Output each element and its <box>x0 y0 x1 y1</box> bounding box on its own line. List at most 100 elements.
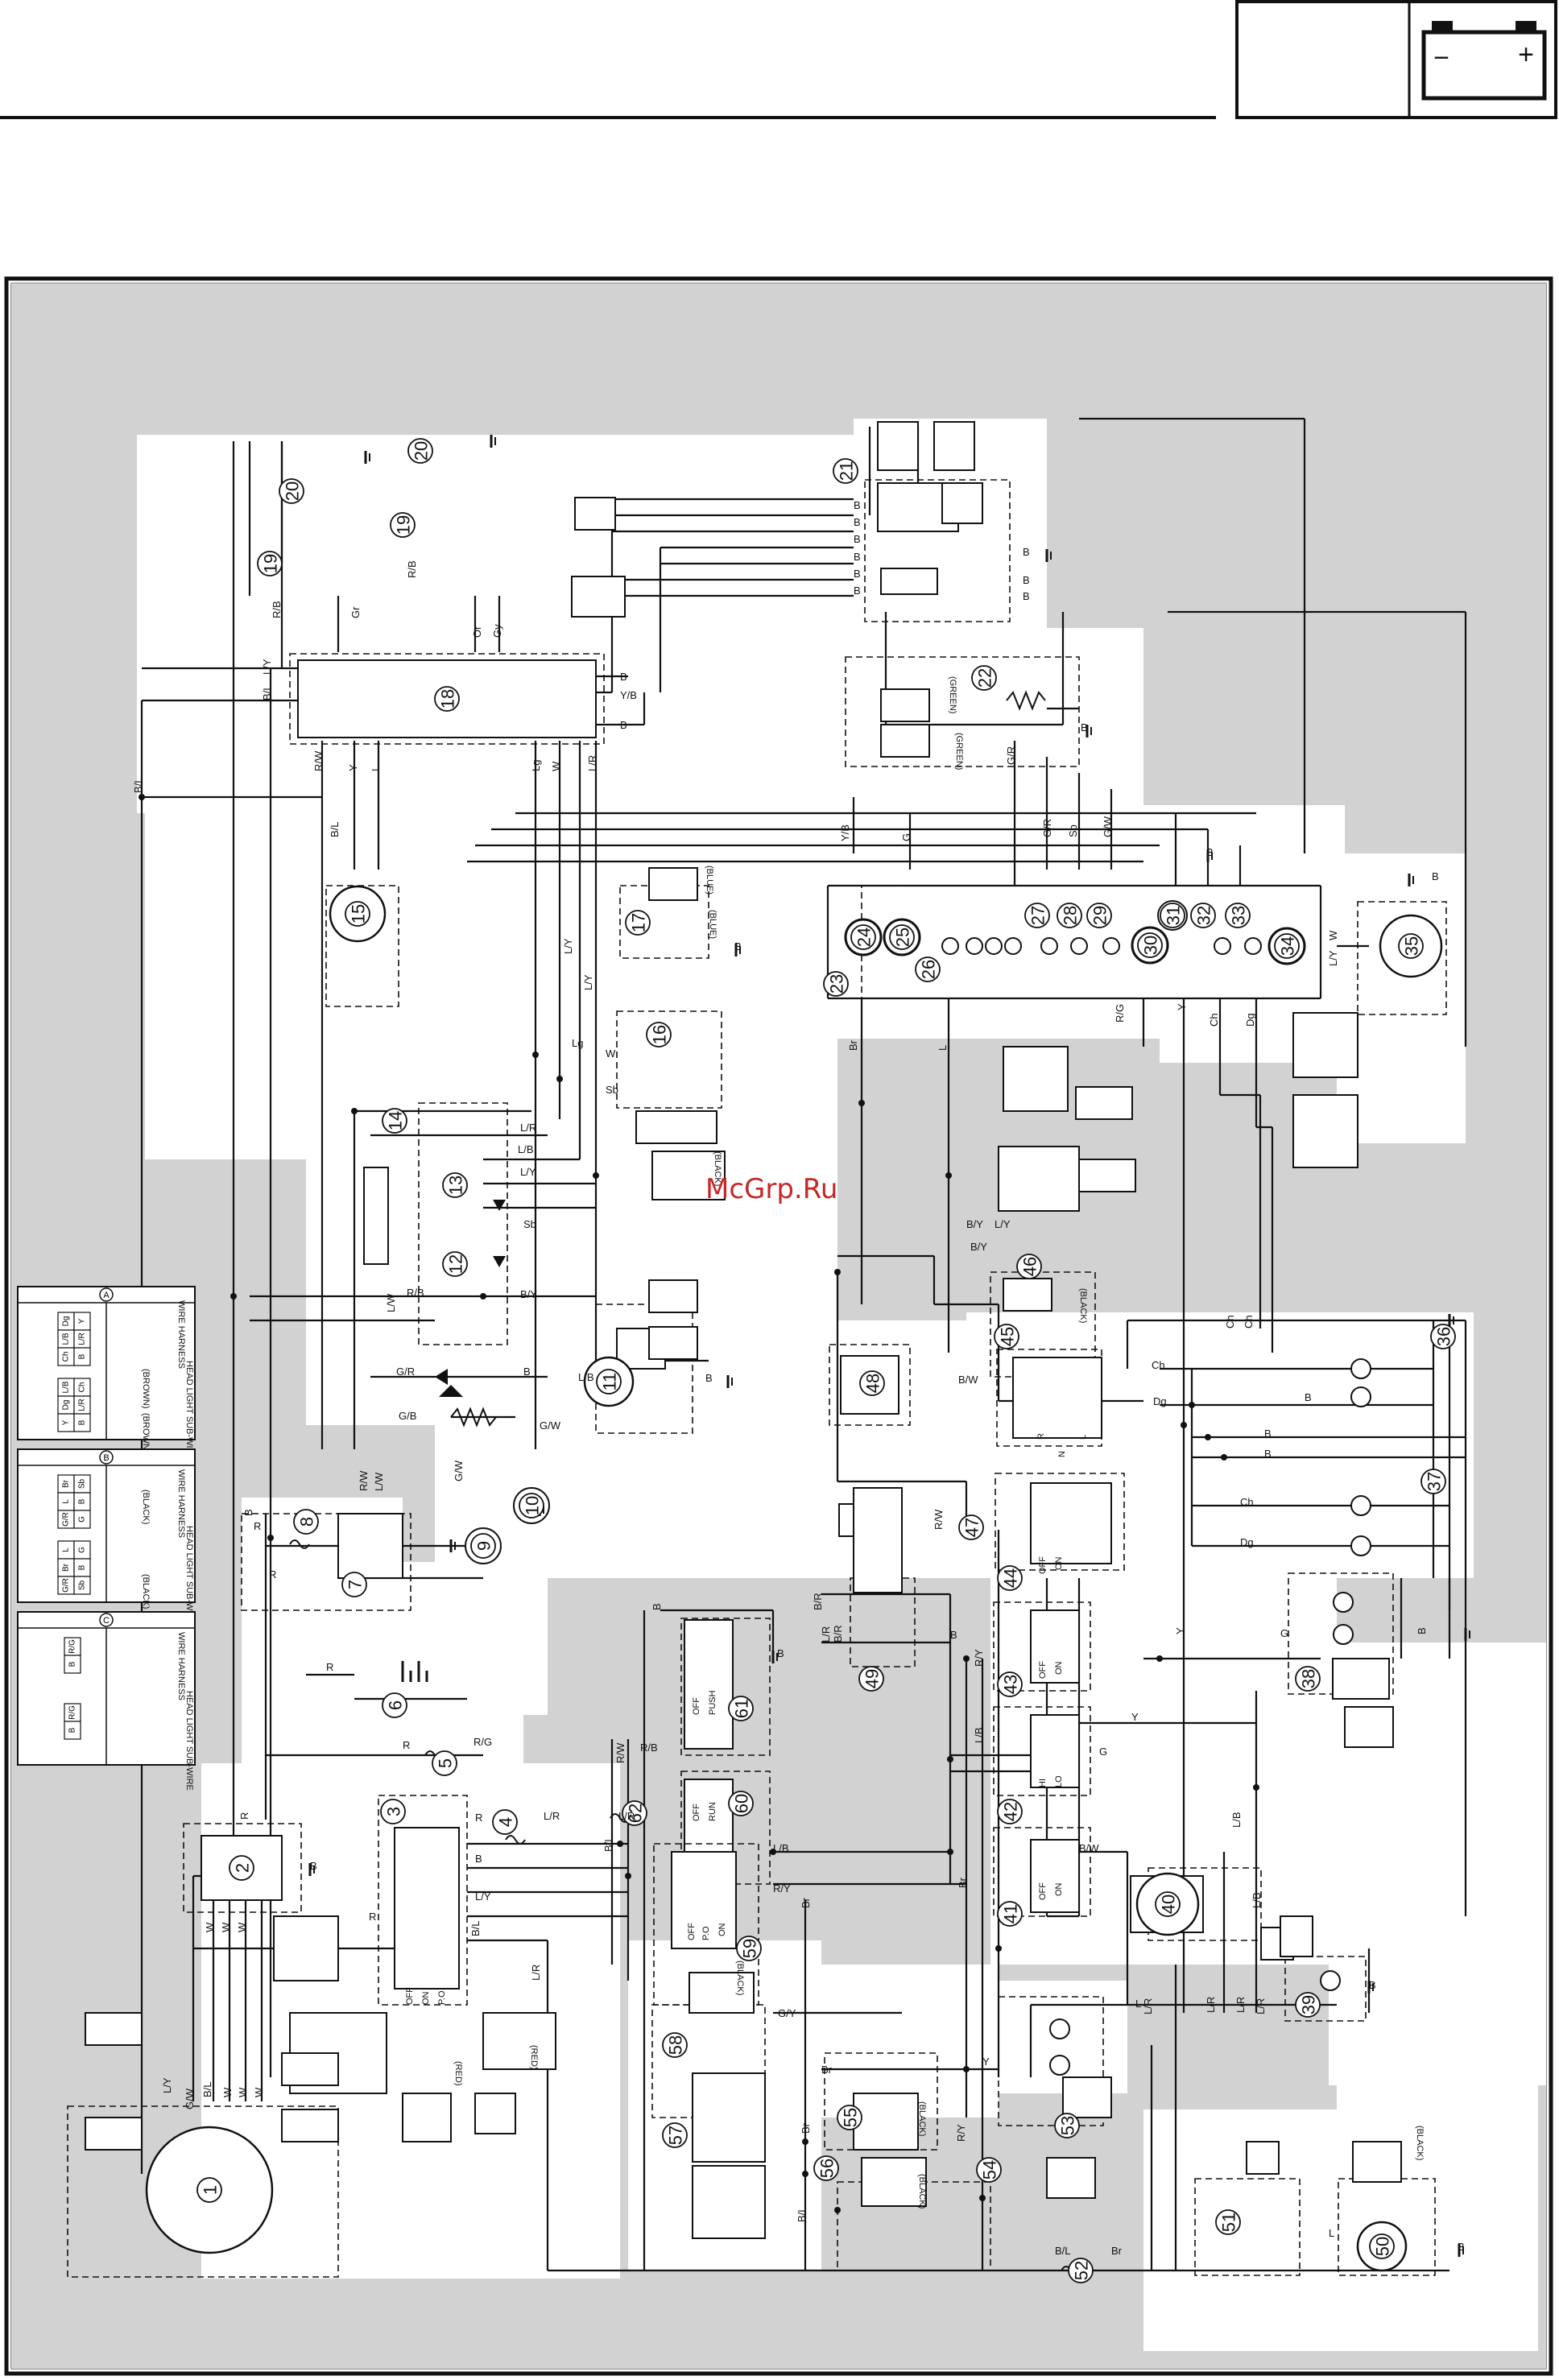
switch-42-lo: LO <box>1054 1775 1064 1787</box>
connector-block <box>1003 1046 1069 1112</box>
component-number-text: 23 <box>827 974 847 994</box>
resistor <box>1006 690 1046 711</box>
wire-color-label: Lg <box>530 760 542 771</box>
connector-block <box>85 2117 143 2151</box>
component-number-26: 26 <box>915 957 941 982</box>
component-number-20: 20 <box>407 438 433 464</box>
wire-color-label: L/R <box>530 1965 542 1981</box>
component-number-22: 22 <box>971 665 997 691</box>
component-number-ring <box>519 1493 544 1518</box>
wire-color-label: R/G <box>1114 1004 1126 1023</box>
wire-color-label: R/G <box>473 1736 492 1748</box>
component-number-text: 41 <box>1001 1904 1021 1923</box>
fuse <box>505 1835 526 1845</box>
wire-color-label: R/B <box>271 601 283 618</box>
wire-color-label: B/Y <box>970 1241 987 1253</box>
component-number-47: 47 <box>958 1514 984 1540</box>
wire-color-label: G/W <box>184 2088 196 2109</box>
component-number-text: 46 <box>1020 1257 1040 1276</box>
wire-color-label: B <box>854 551 861 563</box>
wire-color-label: R/B <box>406 560 418 578</box>
component-number-ring <box>622 1800 647 1826</box>
wire-color-label: Y <box>1174 1627 1186 1634</box>
connector-block <box>933 421 975 471</box>
harness-outline <box>680 1618 771 1756</box>
wire-color-label: B/W <box>958 1374 978 1386</box>
wire-color-label: Sb <box>1067 824 1079 837</box>
wire-junction <box>947 1756 953 1762</box>
wire-junction <box>834 2207 841 2213</box>
component-body <box>1350 1386 1371 1407</box>
wire-junction <box>858 1100 865 1106</box>
component-number-ring <box>380 1799 406 1824</box>
connector-block <box>1292 1012 1358 1078</box>
connector-block <box>1046 2157 1096 2199</box>
component-number-3: 3 <box>380 1799 406 1824</box>
battery-plus-sign: + <box>1518 39 1534 70</box>
component-number-text: 35 <box>1402 936 1422 956</box>
component-number-text: 13 <box>446 1176 466 1195</box>
component-number-ring <box>1420 1469 1446 1494</box>
component-number-56: 56 <box>813 2155 839 2181</box>
component-number-37: 37 <box>1420 1469 1446 1494</box>
wire-color-label: L/Y <box>562 938 574 954</box>
component-number-7: 7 <box>341 1572 367 1597</box>
wire-color-label: B <box>1023 590 1030 602</box>
component-number-5: 5 <box>432 1750 457 1776</box>
wire-color-label: G <box>1280 1627 1288 1639</box>
wire-color-label: L/Y <box>1327 950 1339 966</box>
component-number-34: 34 <box>1274 933 1300 959</box>
legend-pin-label: L <box>62 1547 71 1552</box>
switch-60-run: RUN <box>708 1802 717 1821</box>
connector-block <box>877 421 919 471</box>
component-number-12: 12 <box>442 1251 468 1277</box>
component-number-ring <box>1398 933 1424 959</box>
legend-c-sub-label: HEAD LIGHT SUB-WIRE <box>184 1691 194 1791</box>
component-number-ring <box>442 1172 468 1198</box>
component-number-50: 50 <box>1369 2233 1395 2259</box>
switch-59-on: ON <box>717 1923 727 1936</box>
component-number-text: 48 <box>863 1374 883 1393</box>
wire-color-label: L <box>370 766 382 771</box>
component-number-39: 39 <box>1295 1992 1321 2018</box>
component-number-ring <box>1295 1992 1321 2018</box>
wire-color-label: L/W <box>385 1293 397 1312</box>
wire-color-label: B <box>620 671 627 683</box>
harness-outline <box>378 1795 468 2006</box>
wire-junction <box>556 1076 563 1082</box>
component-number-ring <box>1016 1254 1042 1279</box>
wire-color-label: L/R <box>520 1122 536 1134</box>
wire-color-label: B <box>1264 1428 1272 1440</box>
component-number-ring <box>1369 2233 1395 2259</box>
wire-color-label: B <box>777 1647 784 1659</box>
component-number-ring <box>257 551 283 576</box>
harness-outline <box>993 1706 1091 1796</box>
connector-block <box>853 2093 919 2151</box>
component-number-ring <box>432 1750 457 1776</box>
component-number-23: 23 <box>823 971 849 997</box>
component-number-text: 49 <box>862 1669 883 1688</box>
component-body <box>1004 937 1022 955</box>
diode <box>493 1200 506 1211</box>
switch-61-push: PUSH <box>708 1690 717 1715</box>
wire-color-label: Dg <box>1240 1536 1254 1548</box>
component-number-text: 8 <box>297 1517 317 1527</box>
switch-45-r: R <box>1036 1433 1046 1440</box>
harness-outline <box>241 1513 411 1611</box>
wire-junction <box>480 1293 486 1299</box>
component-number-10: 10 <box>519 1493 544 1518</box>
wire-color-label: L/R <box>1255 1998 1267 2014</box>
wire-color-label: L/R <box>1142 1998 1154 2014</box>
switch-44-on: ON <box>1054 1556 1064 1570</box>
wire-color-label: G/W <box>1102 816 1114 837</box>
component-number-13: 13 <box>442 1172 468 1198</box>
wire-color-label: Y <box>1176 1003 1188 1010</box>
wire-color-label: G/R <box>1041 819 1053 837</box>
battery-icon: − + <box>1421 21 1547 101</box>
legend-pin-label: G/R <box>62 1512 71 1527</box>
wire-color-label: B/Y <box>966 1218 983 1230</box>
legend-pin-label: L/B <box>62 1381 71 1393</box>
connector-block <box>1030 1839 1080 1913</box>
component-number-ring <box>915 957 941 982</box>
